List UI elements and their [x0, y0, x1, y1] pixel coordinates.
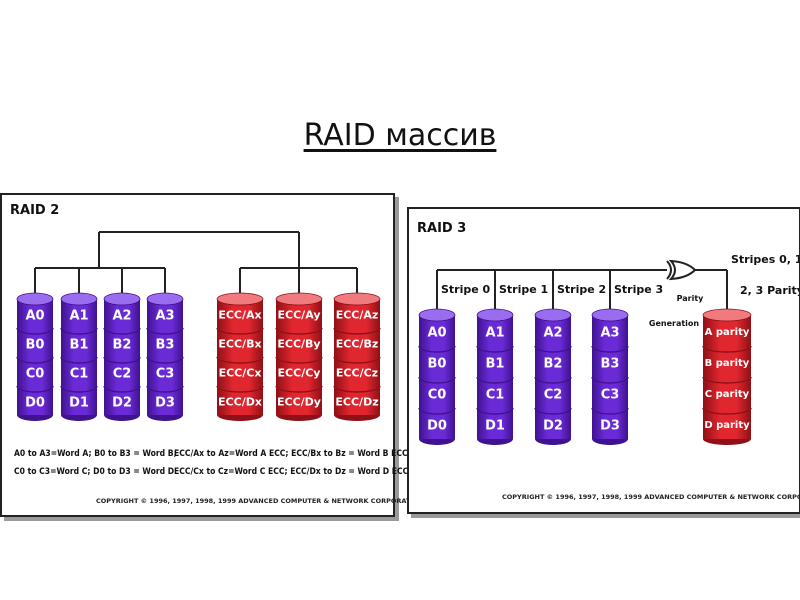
- disk-segment-label: A2: [543, 325, 562, 340]
- parity-output-label: 2, 3 Parity: [740, 284, 799, 297]
- disk-segment-label: B3: [601, 356, 620, 371]
- disk-segment-label: ECC/Dy: [277, 395, 321, 408]
- raid2-title: RAID 2: [10, 203, 60, 218]
- disk-segment-label: A1: [485, 325, 504, 340]
- disk-segment-label: ECC/Az: [336, 308, 379, 321]
- disk-segment-label: C2: [544, 387, 563, 402]
- disk-segment-label: ECC/Dx: [218, 395, 262, 408]
- disk-segment-label: C3: [601, 387, 620, 402]
- stripe-label: Stripe 3: [614, 283, 663, 296]
- disk-segment-label: D1: [69, 395, 89, 410]
- raid3-title: RAID 3: [417, 221, 467, 236]
- raid2-caption-ecc-1: ECC/Ax to Az=Word A ECC; ECC/Bx to Bz = …: [174, 449, 411, 459]
- disk-segment-label: B3: [156, 337, 175, 352]
- disk-segment-label: D parity: [704, 420, 750, 431]
- disk-segment-label: D0: [25, 395, 45, 410]
- raid2-caption-data-1: A0 to A3=Word A; B0 to B3 = Word B;: [14, 449, 177, 459]
- stripe-label: Stripe 0: [441, 283, 491, 296]
- disk-segment-label: C3: [156, 366, 175, 381]
- disk-segment-label: ECC/By: [277, 337, 320, 350]
- raid2-caption-data-2: C0 to C3=Word C; D0 to D3 = Word D: [14, 467, 175, 477]
- slide-title: RAID массив: [303, 118, 497, 153]
- disk-segment-label: B0: [428, 356, 447, 371]
- raid2-caption-ecc-2: ECC/Cx to Cz=Word C ECC; ECC/Dx to Dz = …: [174, 467, 409, 477]
- disk-segment-label: ECC/Dz: [335, 395, 378, 408]
- disk-segment-label: B2: [544, 356, 563, 371]
- stripe-label: Stripe 2: [557, 283, 606, 296]
- raid3-copyright: COPYRIGHT © 1996, 1997, 1998, 1999 ADVAN…: [502, 493, 800, 501]
- parity-generation-label: Parity: [677, 294, 705, 303]
- disk-segment-label: ECC/Cy: [278, 366, 321, 379]
- disk-segment-label: A2: [112, 308, 131, 323]
- disk-segment-label: C1: [70, 366, 89, 381]
- disk-segment-label: A1: [69, 308, 88, 323]
- disk-segment-label: B1: [486, 356, 505, 371]
- disk-segment-label: ECC/Ay: [278, 308, 321, 321]
- disk-segment-label: C1: [486, 387, 505, 402]
- parity-generation-label: Generation: [649, 319, 700, 328]
- disk-segment-label: A0: [25, 308, 44, 323]
- disk-segment-label: ECC/Ax: [218, 308, 261, 321]
- disk-segment-label: D2: [543, 418, 563, 433]
- disk-segment-label: B parity: [705, 358, 750, 369]
- raid2-copyright: COPYRIGHT © 1996, 1997, 1998, 1999 ADVAN…: [96, 497, 424, 505]
- disk-segment-label: A3: [600, 325, 619, 340]
- disk-segment-label: B1: [70, 337, 89, 352]
- disk-segment-label: C2: [113, 366, 132, 381]
- raid3-diagram: RAID 3 Stripe 0 Stripe 1 Stripe 2 Stripe 3 P…: [407, 207, 800, 514]
- disk-segment-label: D2: [112, 395, 132, 410]
- raid2-disk-array: A0B0C0D0A1B1C1D1A2B2C2D2A3B3C3D3ECC/AxEC…: [16, 231, 381, 421]
- disk-segment-label: A parity: [705, 327, 750, 338]
- disk-segment-label: ECC/Cz: [336, 366, 378, 379]
- disk-segment-label: C parity: [705, 389, 750, 400]
- disk-segment-label: A0: [427, 325, 446, 340]
- disk-segment-label: ECC/Cx: [219, 366, 262, 379]
- disk-segment-label: C0: [428, 387, 447, 402]
- disk-segment-label: B0: [26, 337, 45, 352]
- stripe-label: Stripe 1: [499, 283, 548, 296]
- raid3-disk-array: Stripe 0 Stripe 1 Stripe 2 Stripe 3 ParityGe…: [418, 253, 799, 445]
- disk-segment-label: ECC/Bx: [218, 337, 261, 350]
- parity-xor-gate: [666, 259, 697, 281]
- disk-segment-label: D3: [600, 418, 620, 433]
- disk-segment-label: D3: [155, 395, 175, 410]
- parity-output-label: Stripes 0, 1,: [731, 253, 799, 266]
- disk-segment-label: D1: [485, 418, 505, 433]
- disk-segment-label: A3: [155, 308, 174, 323]
- disk-segment-label: ECC/Bz: [336, 337, 378, 350]
- disk-segment-label: D0: [427, 418, 447, 433]
- disk-segment-label: C0: [26, 366, 45, 381]
- disk-segment-label: B2: [113, 337, 132, 352]
- raid3-parity-disk: A parity B parity C parity D parity: [702, 308, 752, 445]
